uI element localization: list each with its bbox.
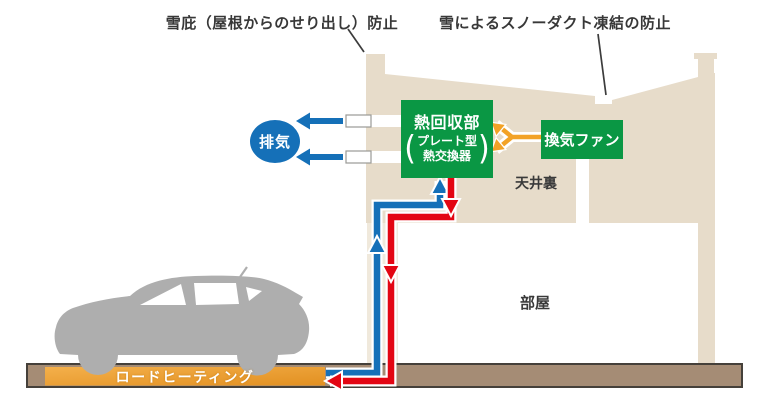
pipe-red-arrow-down-2 [380,264,402,285]
car-window-front [140,284,186,305]
heat-recovery-sub1: プレート型 [416,133,477,148]
ventilation-fan-label: 換気ファン [544,131,620,149]
label-snow-duct: 雪によるスノーダクト凍結の防止 [438,14,672,32]
car-window-rear [246,287,262,301]
label-snow-cornice: 雪庇（屋根からのせり出し）防止 [165,14,399,32]
fan-flow-arrows [490,120,542,154]
car-icon [54,266,310,376]
car-window-mid [194,283,239,305]
exhaust-ducts [345,114,403,164]
label-attic: 天井裏 [515,176,557,192]
ventilation-fan-box: 換気ファン [541,120,623,159]
pipe-blue [326,174,451,379]
pipe-red [322,178,462,393]
pipe-red-arrow-down-1 [440,198,462,219]
paren-close-glyph: ) [478,128,490,168]
label-room: 部屋 [519,294,550,312]
pipe-blue-arrow-into-box [429,174,451,195]
heat-recovery-sub2: 熱交換器 [422,148,471,163]
leader-line-snow-duct [597,33,607,96]
exhaust-node: 排気 [250,120,300,163]
exhaust-arrow-top [296,112,343,130]
exhaust-arrow-bottom [296,148,343,166]
exhaust-label: 排気 [258,133,291,151]
pipe-red-arrow-left [322,369,343,393]
road-heating-label: ロードヒーティング [115,369,255,386]
leader-line-snow-cornice [347,28,365,53]
heat-recovery-title: 熱回収部 [413,113,480,133]
paren-open-glyph: ( [404,128,416,168]
pipe-blue-arrow-up-mid [366,233,388,254]
heat-recovery-box: 熱回収部 ( プレート型 熱交換器 ) [401,100,493,178]
